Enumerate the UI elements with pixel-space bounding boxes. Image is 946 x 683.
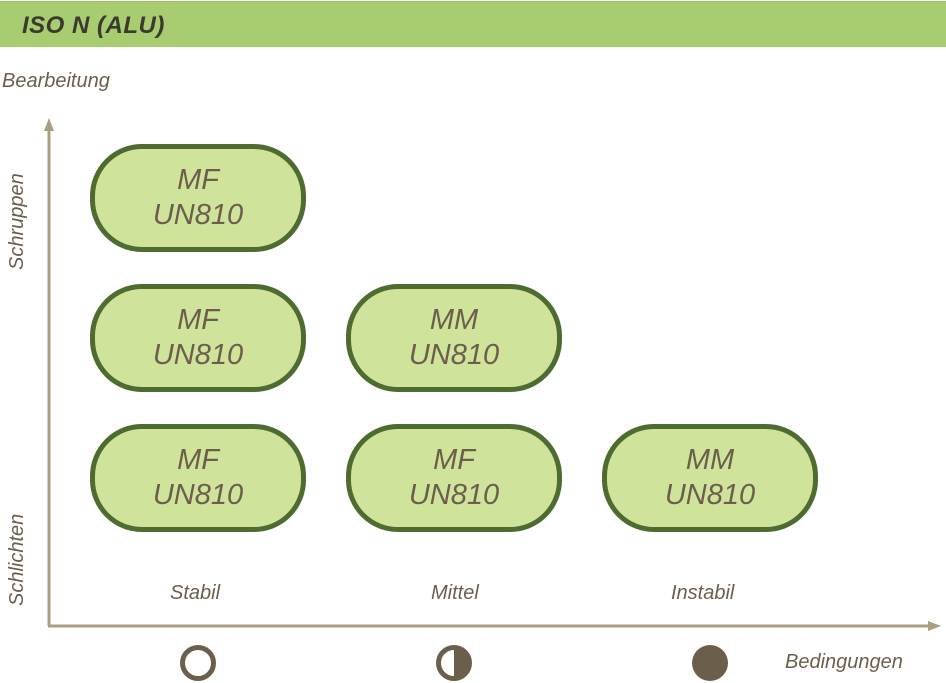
pill-grade: MM [429, 304, 479, 336]
pill-code: UN810 [152, 339, 244, 371]
pill-stabil-schruppen: MF UN810 [90, 144, 306, 252]
pill-code: UN810 [152, 199, 244, 231]
pill-grade: MF [177, 304, 219, 336]
pill-grade: MF [433, 444, 475, 476]
pill-mittel-schlichten: MF UN810 [346, 424, 562, 532]
y-axis-title: Bearbeitung [2, 70, 110, 92]
pill-grade: MF [177, 444, 219, 476]
pill-stabil-schlichten: MF UN810 [90, 424, 306, 532]
title-bar: ISO N (ALU) [0, 1, 946, 47]
pill-stabil-middle: MF UN810 [90, 284, 306, 392]
pill-grade: MF [177, 164, 219, 196]
half-circle-icon [436, 645, 472, 681]
open-circle-icon [180, 645, 216, 681]
x-category-stabil: Stabil [170, 582, 221, 604]
page-title: ISO N (ALU) [22, 12, 165, 39]
filled-circle-icon [692, 645, 728, 681]
pill-code: UN810 [664, 479, 756, 511]
x-category-mittel: Mittel [431, 582, 479, 604]
x-category-instabil: Instabil [671, 582, 735, 604]
pill-code: UN810 [408, 479, 500, 511]
pill-instabil-schlichten: MM UN810 [602, 424, 818, 532]
pill-code: UN810 [408, 339, 500, 371]
x-axis-arrow [928, 621, 941, 631]
pill-code: UN810 [152, 479, 244, 511]
pill-grade: MM [685, 444, 735, 476]
y-axis-arrow [44, 118, 54, 131]
pill-mittel-middle: MM UN810 [346, 284, 562, 392]
x-axis-title: Bedingungen [785, 651, 903, 673]
